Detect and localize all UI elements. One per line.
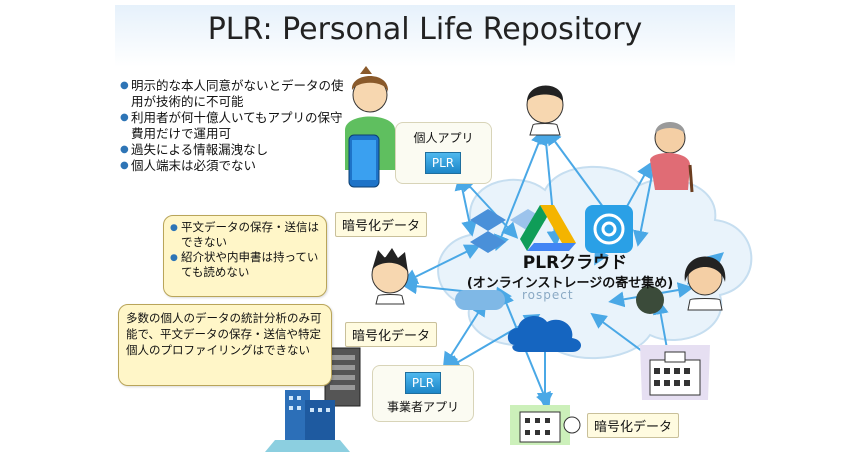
bullet-item: 明示的な本人同意がないとデータの使用が技術的に不可能 (120, 78, 350, 110)
cloud-service-icon-blue (455, 290, 505, 310)
school-building-icon (510, 405, 581, 445)
elderly-woman-icon (650, 122, 694, 193)
callout-item: 平文データの保存・送信はできない (170, 220, 320, 250)
plr-cloud-title: PLRクラウド (522, 253, 628, 273)
google-drive-icon (520, 205, 576, 251)
personal-app-label: 個人アプリ (413, 131, 474, 145)
cloud-watermark: rospect (522, 288, 574, 302)
bullet-item: 過失による情報漏洩なし (120, 142, 350, 158)
hospital-building-icon (640, 345, 710, 400)
encrypted-data-label-bottom: 暗号化データ (587, 413, 680, 438)
title-band (115, 5, 735, 67)
plr-cloud-subtitle: (オンラインストレージの寄せ集め) (466, 276, 674, 291)
onedrive-icon (507, 316, 582, 352)
feature-bullet-list: 明示的な本人同意がないとデータの使用が技術的に不可能 利用者が何十億人いてもアプ… (120, 78, 350, 174)
encrypted-data-label-top: 暗号化データ (335, 212, 428, 237)
boy-avatar-icon (526, 85, 564, 136)
bullet-item: 個人端末は必須でない (120, 158, 350, 174)
slide-title: PLR: Personal Life Repository (207, 12, 643, 47)
woman-right-avatar-icon (684, 256, 726, 311)
baidu-cloud-icon (585, 205, 633, 253)
callout-personal-limits: 平文データの保存・送信はできない 紹介状や内申書は持っていても読めない (163, 215, 327, 297)
boy-left-avatar-icon (371, 248, 409, 305)
woman-with-phone-icon (345, 66, 395, 188)
business-plr-chip: PLR (405, 372, 441, 394)
cloud-service-icon-dark (636, 286, 664, 314)
encrypted-data-label-middle: 暗号化データ (345, 322, 438, 347)
callout-item: 紹介状や内申書は持っていても読めない (170, 250, 320, 280)
callout-business-limits: 多数の個人のデータの統計分析のみ可能で、平文データの保存・送信や特定個人のプロフ… (118, 304, 332, 386)
bullet-item: 利用者が何十億人いてもアプリの保守費用だけで運用可 (120, 110, 350, 142)
office-buildings-icon (265, 390, 350, 452)
personal-plr-chip: PLR (425, 152, 461, 174)
business-app-label: 事業者アプリ (386, 400, 459, 414)
